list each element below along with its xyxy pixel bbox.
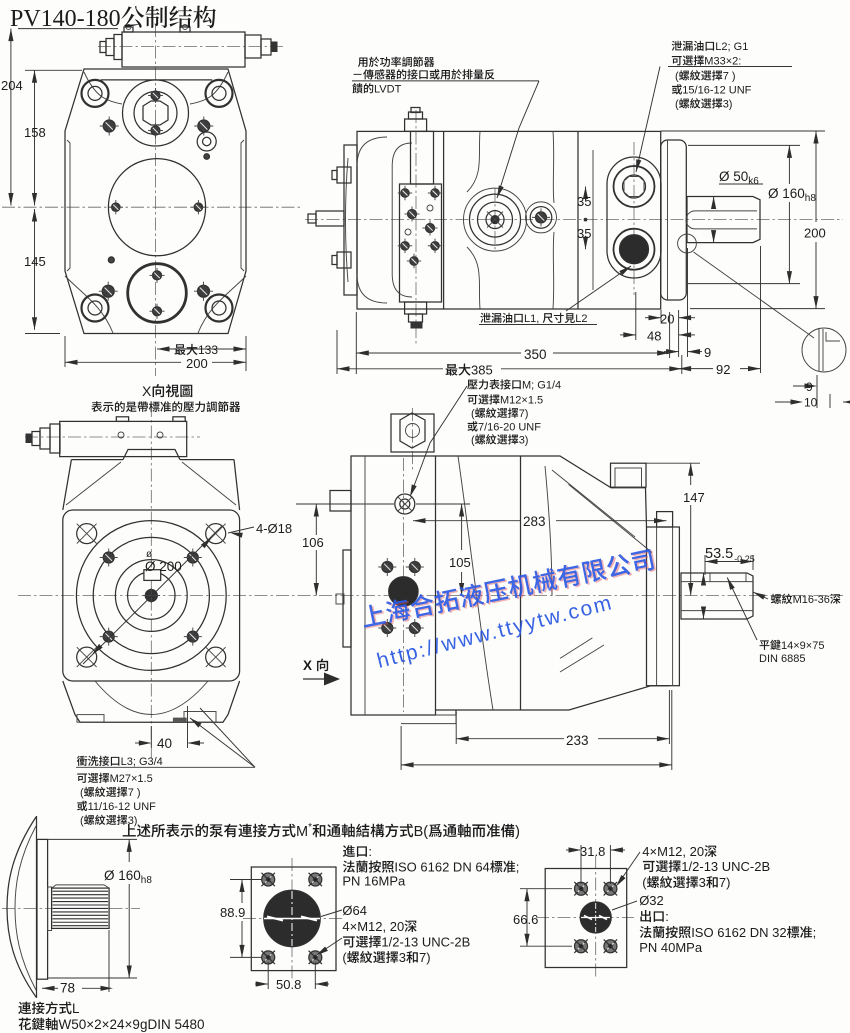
svg-text:PV140-180: PV140-180 (10, 6, 121, 32)
svg-text:M16-36: M16-36 (793, 594, 830, 606)
svg-text:ISO 6162 DN 64: ISO 6162 DN 64 (394, 860, 489, 875)
svg-text:DIN 6885: DIN 6885 (759, 653, 805, 665)
svg-text:M12×1.5: M12×1.5 (500, 395, 543, 407)
svg-text:7/16-20 UNF: 7/16-20 UNF (478, 422, 541, 434)
svg-text:h8: h8 (805, 193, 817, 204)
svg-text:4-Ø18: 4-Ø18 (256, 521, 292, 536)
svg-text:147: 147 (683, 490, 705, 505)
svg-text:4×M12, 20: 4×M12, 20 (342, 919, 404, 934)
svg-text:Ø 200: Ø 200 (145, 559, 182, 574)
svg-text:L: L (72, 1001, 80, 1016)
svg-text:88.9: 88.9 (220, 905, 245, 920)
svg-text::: : (368, 844, 372, 859)
svg-text:92: 92 (716, 362, 730, 377)
svg-text:7): 7) (419, 950, 431, 965)
svg-text::: : (665, 909, 669, 924)
svg-text:7): 7) (719, 875, 731, 890)
svg-text:Ø 160: Ø 160 (768, 186, 805, 201)
svg-text:3: 3 (399, 950, 406, 965)
svg-text:283: 283 (523, 514, 546, 529)
svg-text:158: 158 (24, 125, 46, 140)
svg-text:106: 106 (302, 535, 324, 550)
svg-text:L2; G1: L2; G1 (715, 41, 748, 53)
svg-text:(: ( (642, 875, 647, 890)
svg-text:-0.25: -0.25 (734, 554, 755, 564)
svg-text:350: 350 (524, 347, 547, 362)
svg-text:L2: L2 (575, 313, 587, 325)
svg-text:7): 7) (519, 408, 529, 420)
svg-text:385: 385 (471, 363, 493, 378)
svg-text:20: 20 (660, 312, 674, 327)
svg-text:7 ): 7 ) (128, 787, 141, 799)
svg-text:Ø64: Ø64 (342, 903, 367, 918)
svg-text:Ø32: Ø32 (639, 893, 664, 908)
svg-text:(: ( (80, 815, 84, 827)
svg-text:14×9×75: 14×9×75 (781, 640, 824, 652)
svg-text:9: 9 (806, 380, 813, 394)
svg-text:(: ( (471, 435, 475, 447)
svg-text:105: 105 (449, 555, 471, 570)
svg-text:Ø 160: Ø 160 (104, 868, 141, 883)
svg-text:(: ( (342, 950, 347, 965)
svg-text:X: X (142, 383, 152, 399)
svg-text:L3; G3/4: L3; G3/4 (121, 756, 163, 768)
svg-text:;: ; (516, 860, 520, 875)
svg-text:35: 35 (577, 194, 591, 209)
svg-text:ø: ø (146, 549, 152, 560)
svg-text:133: 133 (198, 343, 218, 357)
svg-text:L1,: L1, (524, 313, 539, 325)
svg-text:LVDT: LVDT (374, 84, 402, 96)
svg-text:ISO 6162 DN 32: ISO 6162 DN 32 (691, 925, 786, 940)
svg-text:3): 3) (128, 815, 138, 827)
svg-text:233: 233 (566, 733, 589, 748)
svg-text:48: 48 (647, 329, 661, 344)
svg-text:40: 40 (157, 736, 172, 751)
svg-text:W50×2×24×9gDIN 5480: W50×2×24×9gDIN 5480 (59, 1017, 205, 1032)
svg-text:11/16-12 UNF: 11/16-12 UNF (88, 801, 157, 813)
svg-text:3): 3) (723, 99, 733, 111)
svg-text:1/2-13 UNC-2B: 1/2-13 UNC-2B (381, 935, 470, 950)
svg-text:Ø 50: Ø 50 (719, 169, 748, 184)
svg-text:3: 3 (699, 875, 706, 890)
svg-text:145: 145 (24, 254, 46, 269)
svg-text:M; G1/4: M; G1/4 (522, 380, 561, 392)
svg-text:10: 10 (804, 396, 818, 410)
svg-text:78: 78 (60, 981, 75, 996)
svg-text:M33×2:: M33×2: (704, 56, 741, 68)
svg-text:35: 35 (577, 226, 591, 241)
svg-text:M: M (296, 824, 308, 840)
svg-text:(: ( (471, 408, 475, 420)
svg-text:(: ( (80, 787, 84, 799)
svg-text:PN 40MPa: PN 40MPa (639, 940, 703, 955)
svg-text:3): 3) (519, 435, 529, 447)
svg-text:h8: h8 (141, 875, 153, 886)
svg-text:200: 200 (804, 226, 826, 241)
svg-text:204: 204 (1, 78, 23, 93)
svg-text:9: 9 (704, 345, 711, 360)
svg-text:PN 16MPa: PN 16MPa (342, 874, 406, 889)
svg-text:1/2-13 UNC-2B: 1/2-13 UNC-2B (681, 859, 770, 874)
svg-text:7 ): 7 ) (723, 71, 736, 83)
svg-text:66.6: 66.6 (513, 912, 538, 927)
svg-text:15/16-12 UNF: 15/16-12 UNF (682, 85, 751, 97)
svg-text:53.5: 53.5 (705, 546, 733, 562)
svg-text:(: ( (675, 71, 679, 83)
svg-text:*: * (308, 822, 312, 833)
svg-text:X: X (303, 658, 312, 673)
svg-text:4×M12, 20: 4×M12, 20 (642, 844, 704, 859)
svg-text:M27×1.5: M27×1.5 (110, 773, 153, 785)
svg-text:k6: k6 (748, 176, 759, 187)
svg-text:B(: B( (414, 824, 429, 840)
svg-text:;: ; (813, 925, 817, 940)
svg-text:(: ( (675, 99, 679, 111)
svg-text:200: 200 (186, 356, 208, 371)
svg-text:): ) (515, 824, 520, 840)
svg-text:31.8: 31.8 (580, 844, 605, 859)
svg-text:50.8: 50.8 (276, 977, 301, 992)
